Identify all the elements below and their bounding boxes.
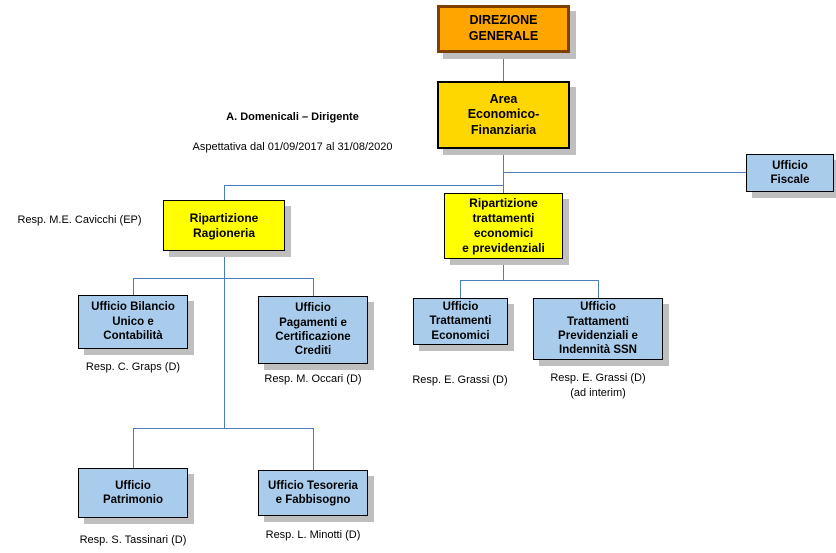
resp-patrimonio-label: Resp. S. Tassinari (D) — [79, 534, 187, 546]
connector-to-ragioneria — [224, 185, 225, 200]
org-box-ufficio-patrimonio: Ufficio Patrimonio — [78, 468, 188, 518]
org-box-ufficio-trattamenti-previdenziali: Ufficio Trattamenti Previdenziali e Inde… — [533, 298, 663, 360]
connector-branch-horizontal — [224, 185, 504, 186]
connector-ragioneria-row2 — [133, 428, 314, 429]
org-box-ufficio-tesoreria: Ufficio Tesoreria e Fabbisogno — [258, 470, 368, 516]
connector-to-tesoreria — [313, 428, 314, 470]
connector-to-tratt-economici — [460, 280, 461, 298]
connector-to-pagamenti — [313, 278, 314, 296]
resp-bilancio-label: Resp. C. Graps (D) — [85, 361, 181, 373]
org-box-ufficio-bilancio: Ufficio Bilancio Unico e Contabilità — [78, 295, 188, 349]
resp-ragioneria-label: Resp. M.E. Cavicchi (EP) — [17, 214, 142, 226]
connector-ragioneria-stem — [224, 251, 225, 428]
connector-trattamenti-stem — [503, 259, 504, 280]
connector-to-tratt-previdenziali — [598, 280, 599, 298]
connector-to-patrimonio — [133, 428, 134, 468]
resp-tesoreria-label: Resp. L. Minotti (D) — [265, 529, 361, 541]
connector-area-trattamenti — [503, 149, 504, 193]
connector-area-fiscale — [503, 172, 746, 173]
connector-direzione-area — [503, 53, 504, 81]
org-box-ufficio-fiscale: Ufficio Fiscale — [746, 154, 834, 192]
org-box-ripartizione-trattamenti: Ripartizione trattamenti economici e pre… — [444, 193, 563, 259]
org-box-direzione-generale: DIREZIONE GENERALE — [437, 5, 570, 53]
dirigente-note: Aspettativa dal 01/09/2017 al 31/08/2020 — [192, 140, 393, 153]
org-box-ufficio-trattamenti-economici: Ufficio Trattamenti Economici — [413, 298, 508, 345]
dirigente-name: A. Domenicali – Dirigente — [226, 110, 359, 123]
resp-trattamenti-previdenziali-label: Resp. E. Grassi (D) (ad interim) — [550, 372, 646, 399]
connector-trattamenti-row — [460, 280, 599, 281]
connector-ragioneria-row1 — [133, 278, 314, 279]
org-box-area-economico-finanziaria: Area Economico- Finanziaria — [437, 81, 570, 149]
connector-to-bilancio — [133, 278, 134, 295]
dirigente-annotation: A. Domenicali – Dirigente Aspettativa da… — [170, 95, 415, 169]
resp-trattamenti-economici-label: Resp. E. Grassi (D) — [412, 374, 508, 386]
org-box-ufficio-pagamenti: Ufficio Pagamenti e Certificazione Credi… — [258, 296, 368, 364]
org-box-ripartizione-ragioneria: Ripartizione Ragioneria — [163, 200, 285, 251]
resp-pagamenti-label: Resp. M. Occari (D) — [264, 373, 362, 385]
